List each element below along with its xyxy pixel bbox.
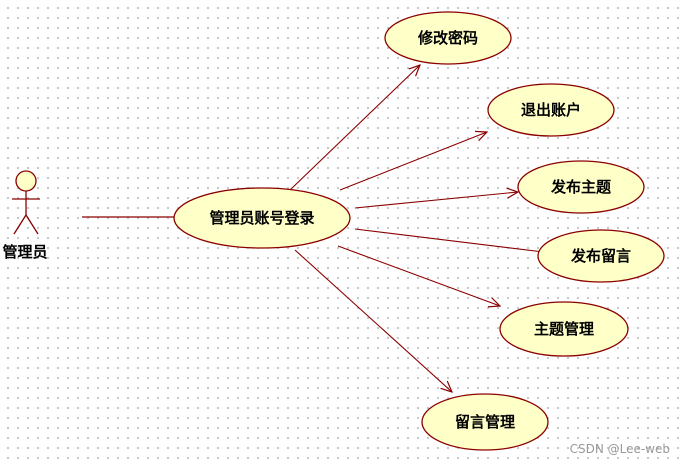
arrow-to-post-topic	[354, 192, 518, 209]
use-case-logout[interactable]: 退出账户	[487, 83, 615, 137]
use-case-admin-login[interactable]: 管理员账号登录	[173, 187, 351, 249]
use-case-label: 退出账户	[521, 101, 581, 119]
use-case-ellipse	[421, 393, 549, 451]
watermark: CSDN @Lee-web	[569, 442, 670, 456]
actor-admin[interactable]: 管理员	[2, 170, 48, 261]
use-case-label: 主题管理	[534, 320, 594, 338]
actor-head	[15, 170, 37, 192]
use-case-ellipse	[517, 160, 645, 214]
use-case-post-message[interactable]: 发布留言	[537, 229, 665, 283]
use-case-post-topic[interactable]: 发布主题	[517, 160, 645, 214]
include-arrows	[289, 65, 560, 392]
actor-label: 管理员	[2, 243, 47, 261]
use-case-ellipse	[384, 11, 512, 65]
arrow-to-change-password	[289, 65, 420, 191]
use-case-ellipse	[487, 83, 615, 137]
arrow-to-message-management	[294, 249, 452, 392]
use-case-ellipse	[173, 187, 351, 249]
use-case-label: 发布主题	[550, 178, 612, 196]
arrow-to-post-message	[354, 228, 560, 254]
actor-left-leg	[13, 214, 27, 235]
use-case-label: 管理员账号登录	[209, 209, 314, 227]
use-case-ellipse	[499, 301, 629, 357]
use-case-label: 修改密码	[417, 29, 478, 47]
arrow-to-logout	[339, 132, 487, 191]
actor-right-leg	[25, 214, 39, 235]
arrow-to-topic-management	[337, 245, 500, 306]
use-case-label: 留言管理	[455, 413, 515, 431]
use-case-change-password[interactable]: 修改密码	[384, 11, 512, 65]
use-case-ellipse	[537, 229, 665, 283]
use-case-topic-management[interactable]: 主题管理	[499, 301, 629, 357]
use-case-label: 发布留言	[570, 247, 631, 265]
use-case-message-management[interactable]: 留言管理	[421, 393, 549, 451]
